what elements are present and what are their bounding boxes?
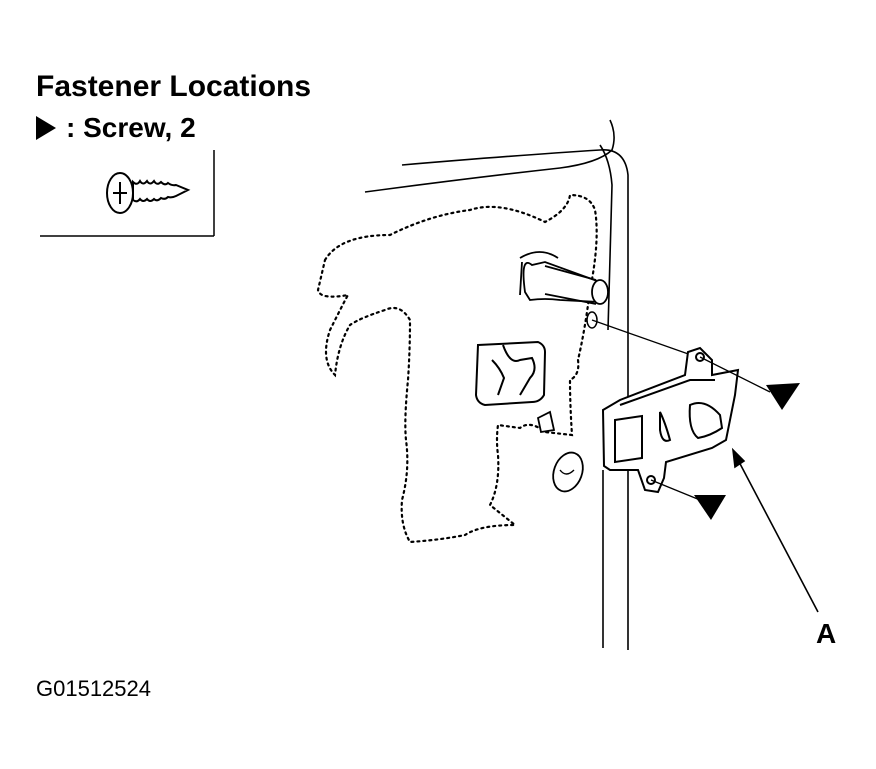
- legend-box: [40, 150, 215, 237]
- fastener-triangle-icon: [766, 383, 800, 410]
- legend-label: : Screw, 2: [66, 112, 196, 143]
- fastener-triangle-icon: [36, 116, 56, 140]
- striker-cylinder: [519, 251, 609, 305]
- trim-outline-dotted: [316, 193, 598, 544]
- diagram-title: Fastener Locations: [36, 70, 312, 103]
- fastener-legend: : Screw, 2: [36, 112, 196, 144]
- callout-arrow-a: [731, 447, 819, 613]
- figure-id: G01512524: [36, 676, 151, 701]
- handle-recess: [474, 340, 547, 407]
- fastener-triangle-icon: [694, 495, 726, 520]
- door-frame: [364, 119, 629, 650]
- callout-label-a: A: [816, 618, 837, 649]
- clip: [536, 410, 556, 434]
- bracket-a: [601, 346, 740, 494]
- screw-icon: [106, 172, 191, 214]
- lower-hole: [552, 451, 584, 493]
